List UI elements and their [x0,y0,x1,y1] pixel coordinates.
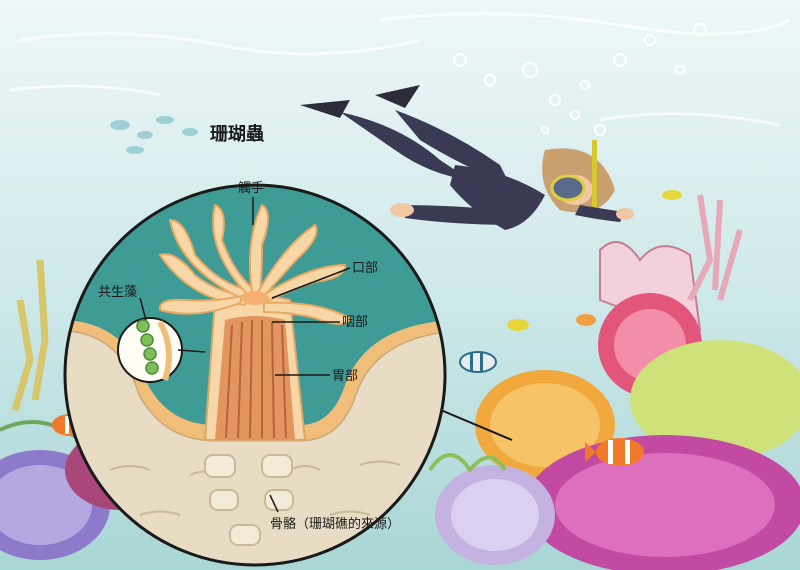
magnify-circle-border [63,183,447,567]
diagram-title: 珊瑚蟲 [210,123,264,145]
clownfish-right [585,438,644,466]
fish-school [110,116,198,154]
label-skeleton: 骨骼（珊瑚礁的來源） [270,516,400,532]
label-stomach: 胃部 [332,369,358,384]
label-mouth: 口部 [352,261,378,276]
magnified-polyp [65,185,445,565]
bubbles [453,23,707,136]
yellow-fish [507,190,682,331]
label-tentacles: 觸手 [238,181,264,196]
label-symbiotic-algae: 共生藻 [98,285,137,300]
coral-reef-right [428,194,800,570]
leader-lines [139,197,351,513]
label-pharynx: 咽部 [342,315,368,330]
water-ripples [9,12,791,127]
diver [300,85,634,230]
striped-fish [459,351,497,373]
